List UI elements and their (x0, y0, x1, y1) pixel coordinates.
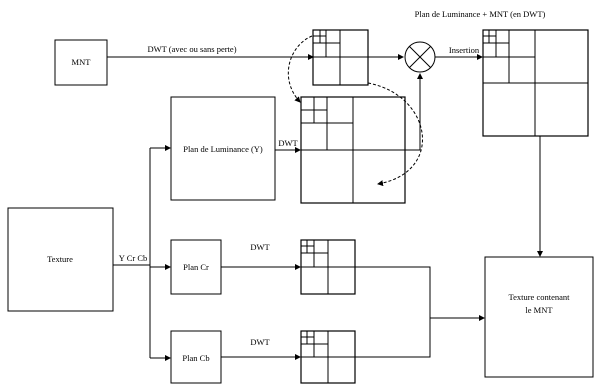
texture-label: Texture (47, 254, 73, 264)
insertion-label: Insertion (449, 45, 480, 55)
dwt-mnt-grid (312, 29, 369, 86)
dwt-cr-label: DWT (250, 242, 270, 252)
output-label-line1: Texture contenant (508, 292, 570, 302)
output-label-line2: le MNT (525, 305, 553, 315)
luminance-box (170, 96, 276, 201)
plan-cb-label: Plan Cb (182, 353, 209, 363)
dwt-cb-grid (300, 330, 356, 384)
output-texture-box (484, 256, 594, 378)
title-label: Plan de Luminance + MNT (en DWT) (415, 9, 546, 19)
luminance-label: Plan de Luminance (Y) (183, 144, 263, 154)
dashed-curve-right (367, 82, 423, 187)
cr-to-output-arrow (355, 266, 485, 321)
dashed-curve-left (287, 35, 313, 103)
texture-box (7, 207, 114, 312)
plan-cr-label: Plan Cr (183, 262, 209, 272)
ycrcb-label: Y Cr Cb (119, 253, 148, 263)
mnt-box (54, 39, 108, 86)
dwt-luminance-grid (300, 96, 406, 204)
plan-cr-box (170, 239, 222, 295)
luminance-to-multiplier-arrow (405, 73, 423, 151)
plan-cb-box (170, 330, 222, 384)
dwt-mnt-label: DWT (avec ou sans perte) (147, 44, 236, 54)
dwt-cr-grid (300, 239, 356, 295)
multiplier-icon (404, 41, 436, 73)
cb-to-output-line (355, 318, 431, 358)
dwt-y-label: DWT (278, 138, 298, 148)
dwt-output-grid (482, 29, 589, 137)
dwt-cb-label: DWT (250, 337, 270, 347)
mnt-label: MNT (72, 57, 92, 67)
